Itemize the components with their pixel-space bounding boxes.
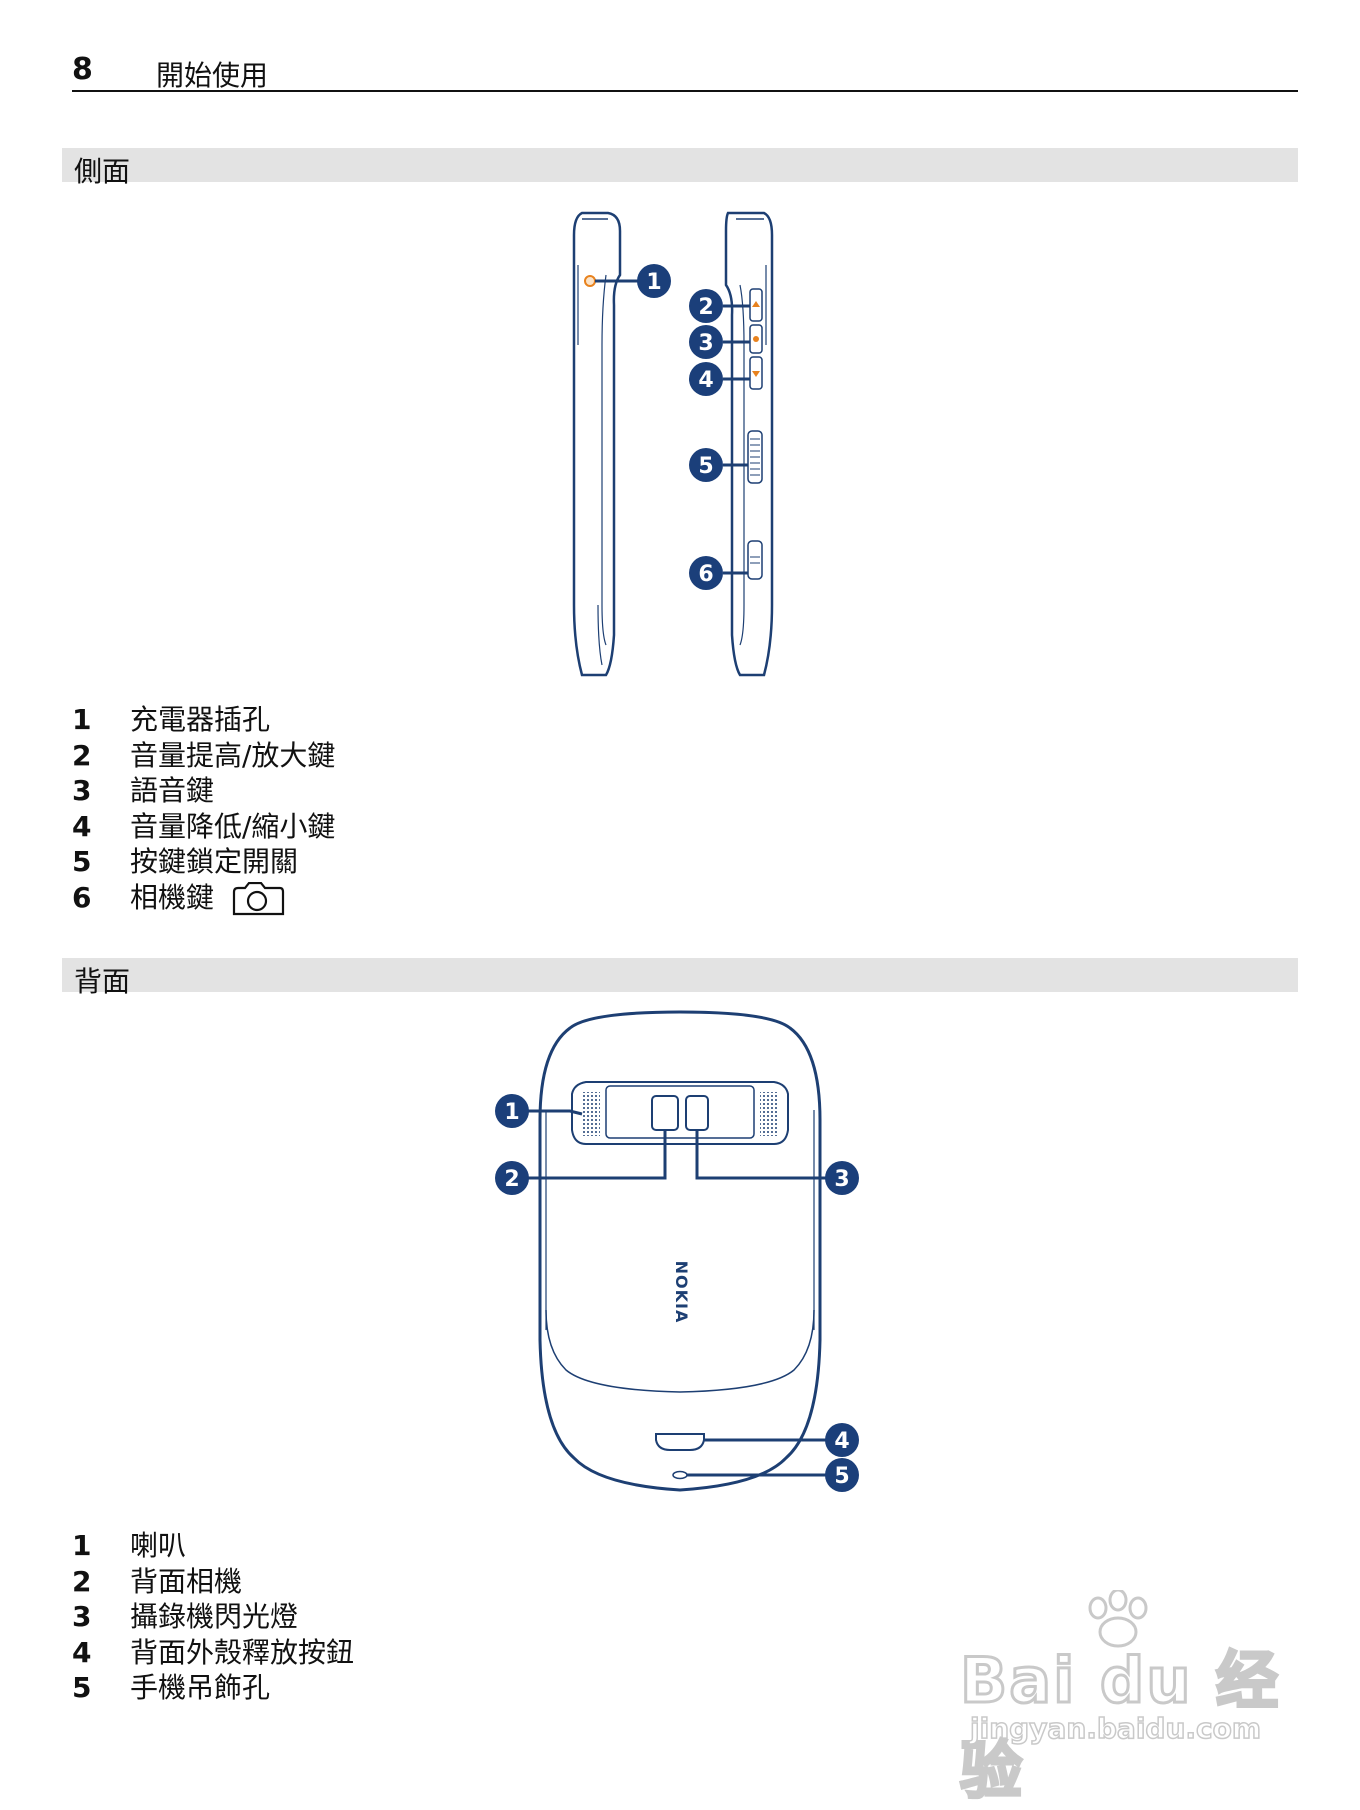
legend-label: 喇叭	[130, 1529, 187, 1562]
section-heading-side: 側面	[62, 148, 1298, 188]
legend-label: 背面相機	[130, 1564, 243, 1598]
callout-6: 6	[689, 556, 723, 590]
charger-port-marker	[584, 275, 596, 287]
legend-item: 4 背面外殼釋放按鈕	[72, 1635, 354, 1671]
phone-left-edge	[572, 211, 622, 677]
legend-item: 2 背面相機	[72, 1564, 354, 1600]
back-legend: 1 喇叭 2 背面相機 3 攝錄機閃光燈 4 背面外殼釋放按鈕 5 手機吊飾孔	[72, 1528, 354, 1706]
back-view-diagram: NOKIA 1 2 3 4 5	[495, 1010, 859, 1492]
svg-text:1: 1	[504, 1100, 519, 1125]
svg-text:5: 5	[698, 454, 713, 479]
callout-3: 3	[825, 1161, 859, 1195]
legend-item: 5 按鍵鎖定開關	[72, 844, 335, 880]
speaker-grille-right	[760, 1092, 778, 1136]
camera-icon	[232, 881, 285, 915]
legend-item: 1 喇叭	[72, 1528, 354, 1564]
svg-text:4: 4	[698, 368, 713, 393]
legend-item: 2 音量提高/放大鍵	[72, 738, 335, 774]
legend-label: 充電器插孔	[130, 703, 271, 736]
legend-label: 語音鍵	[130, 774, 215, 807]
section-title: 側面	[74, 155, 131, 188]
legend-number: 4	[72, 1635, 92, 1669]
cover-release-button	[655, 1433, 705, 1451]
callout-1: 1	[495, 1094, 529, 1128]
section-heading-back: 背面	[62, 958, 1298, 998]
legend-item: 1 充電器插孔	[72, 702, 335, 738]
camera-key-shape	[747, 540, 763, 580]
legend-label: 相機鍵	[130, 880, 215, 914]
legend-label: 音量提高/放大鍵	[130, 738, 336, 772]
legend-number: 2	[72, 738, 92, 772]
legend-label: 音量降低/縮小鍵	[130, 809, 336, 843]
legend-number: 1	[72, 1529, 92, 1562]
svg-text:4: 4	[834, 1429, 849, 1454]
svg-text:3: 3	[698, 331, 713, 356]
back-camera-lens	[651, 1095, 679, 1131]
flash-window	[685, 1095, 709, 1131]
callout-2: 2	[689, 289, 723, 323]
callout-4: 4	[689, 362, 723, 396]
legend-label: 手機吊飾孔	[130, 1671, 271, 1704]
legend-item: 3 攝錄機閃光燈	[72, 1599, 354, 1635]
strap-hole	[672, 1470, 688, 1480]
section-title: 背面	[74, 965, 131, 998]
legend-label: 按鍵鎖定開關	[130, 845, 299, 878]
phone-right-edge	[724, 211, 774, 677]
baidu-watermark: Bai du 经验 jingyan.baidu.com	[959, 1590, 1290, 1809]
callout-5: 5	[825, 1458, 859, 1492]
legend-number: 2	[72, 1564, 92, 1598]
chapter-title: 開始使用	[156, 59, 269, 92]
callout-1: 1	[637, 264, 671, 298]
legend-label: 攝錄機閃光燈	[130, 1600, 299, 1633]
callout-2: 2	[495, 1161, 529, 1195]
callout-5: 5	[689, 448, 723, 482]
svg-text:5: 5	[834, 1464, 849, 1489]
callout-3: 3	[689, 325, 723, 359]
nokia-brand-text: NOKIA	[672, 1261, 691, 1324]
page-header: 8 開始使用	[72, 50, 1298, 92]
callout-4: 4	[825, 1423, 859, 1457]
svg-text:3: 3	[834, 1167, 849, 1192]
legend-item: 6 相機鍵	[72, 880, 335, 916]
svg-text:2: 2	[504, 1167, 519, 1192]
svg-text:1: 1	[646, 270, 661, 295]
phone-back-body	[538, 1010, 822, 1492]
side-view-diagram: 1 2 3 4 5 6	[572, 211, 774, 677]
legend-number: 3	[72, 1600, 92, 1633]
legend-number: 5	[72, 1671, 92, 1704]
legend-number: 3	[72, 774, 92, 807]
watermark-url: jingyan.baidu.com	[969, 1711, 1262, 1746]
legend-number: 4	[72, 809, 92, 843]
paw-logo	[1088, 1590, 1148, 1648]
watermark-brand: Bai du 经验	[959, 1643, 1281, 1809]
legend-label: 背面外殼釋放按鈕	[130, 1635, 355, 1669]
speaker-grille-left	[582, 1092, 600, 1136]
legend-item: 3 語音鍵	[72, 773, 335, 809]
svg-text:6: 6	[698, 562, 713, 587]
legend-number: 6	[72, 880, 92, 914]
legend-number: 1	[72, 703, 92, 736]
svg-text:2: 2	[698, 295, 713, 320]
legend-number: 5	[72, 845, 92, 878]
legend-item: 5 手機吊飾孔	[72, 1670, 354, 1706]
page-number: 8	[72, 52, 93, 87]
legend-item: 4 音量降低/縮小鍵	[72, 809, 335, 845]
